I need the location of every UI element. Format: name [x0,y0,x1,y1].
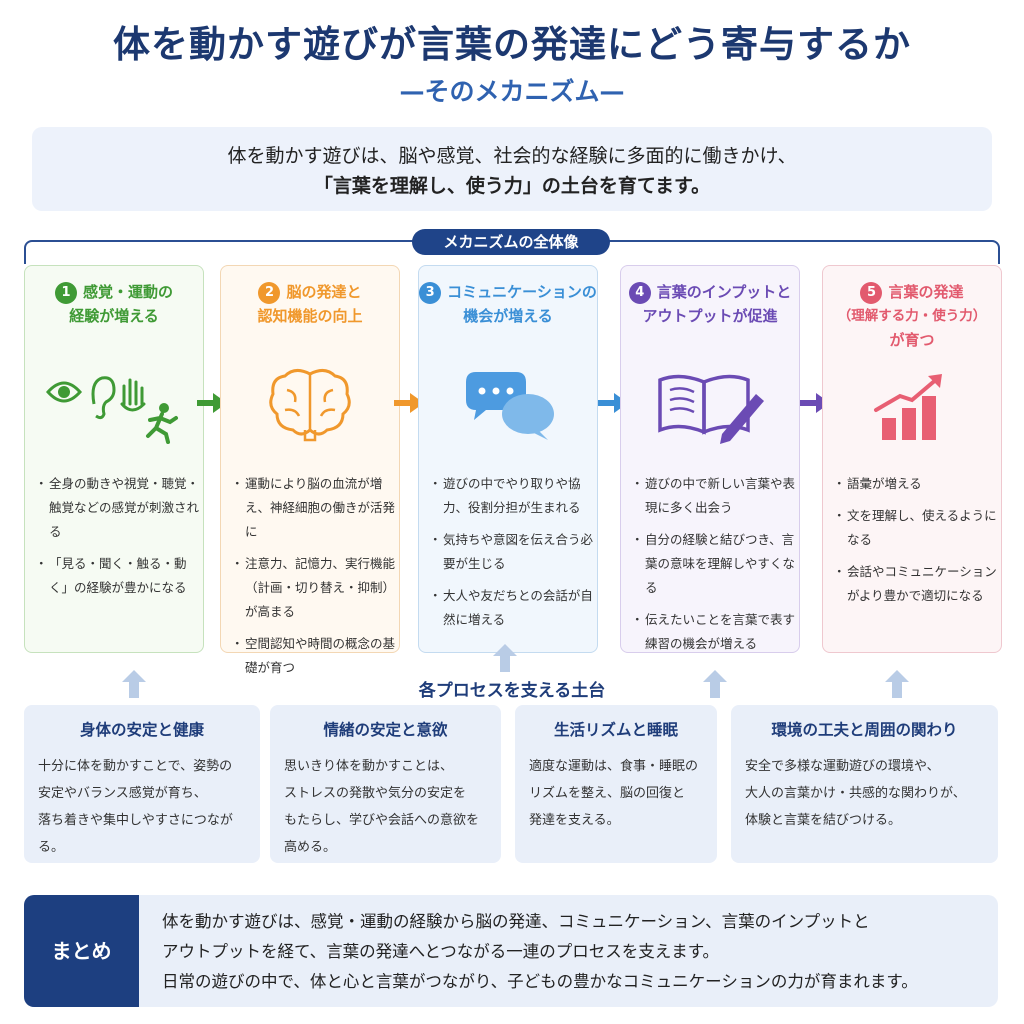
step-4-title-line-1: 言葉のインプットと [656,283,792,301]
step-3-title-line-2: 機会が増える [463,307,553,325]
step-3-bullets: 遊びの中でやり取りや協力、役割分担が生まれる 気持ちや意図を伝え合う必要が生じる… [429,472,595,640]
foundation-text-line: リズムを整え、脳の回復と [529,786,686,801]
foundation-text-line: もたらし、学びや会話への意欲を [284,813,480,828]
arrow-up-icon [885,670,909,698]
foundation-text-line: 安定やバランス感覚が育ち、 [38,786,207,801]
list-item: 注意力、記憶力、実行機能（計画・切り替え・抑制）が高まる [231,552,397,624]
list-item: 「見る・聞く・触る・動く」の経験が豊かになる [35,552,201,600]
step-5-number: 5 [860,282,883,304]
list-item: 遊びの中で新しい言葉や表現に多く出会う [631,472,797,520]
overview-label: メカニズムの全体像 [412,229,610,255]
summary-line-3: 日常の遊びの中で、体と心と言葉がつながり、子どもの豊かなコミュニケーションの力が… [162,972,918,991]
foundation-text-line: 高める。 [284,840,337,855]
list-item: 空間認知や時間の概念の基礎が育つ [231,632,397,680]
foundation-card-body-health: 身体の安定と健康 十分に体を動かすことで、姿勢の 安定やバランス感覚が育ち、 落… [24,705,260,863]
step-4-title-line-2: アウトプットが促進 [642,307,778,325]
list-item: 全身の動きや視覚・聴覚・触覚などの感覚が刺激される [35,472,201,544]
summary-line-1: 体を動かす遊びは、感覚・運動の経験から脳の発達、コミュニケーション、言葉のインプ… [162,912,870,931]
step-2-title-line-1: 脳の発達と [286,283,362,301]
step-1-title-line-2: 経験が増える [69,307,159,325]
summary-box: まとめ 体を動かす遊びは、感覚・運動の経験から脳の発達、コミュニケーション、言葉… [24,895,998,1007]
step-1-title-line-1: 感覚・運動の [82,283,173,301]
list-item: 気持ちや意図を伝え合う必要が生じる [429,528,595,576]
foundation-title: 環境の工夫と周囲の関わり [771,721,958,739]
step-3-title-line-1: コミュニケーションの [447,283,597,301]
list-item: 大人や友だちとの会話が自然に増える [429,584,595,632]
foundation-card-environment: 環境の工夫と周囲の関わり 安全で多様な運動遊びの環境や、 大人の言葉かけ・共感的… [731,705,998,863]
step-5-bullets: 語彙が増える 文を理解し、使えるようになる 会話やコミュニケーションがより豊かで… [833,472,999,616]
foundation-text-line: 思いきり体を動かすことは、 [284,759,454,774]
foundation-card-rhythm-sleep: 生活リズムと睡眠 適度な運動は、食事・睡眠の リズムを整え、脳の回復と 発達を支… [515,705,717,863]
list-item: 伝えたいことを言葉で表す練習の機会が増える [631,608,797,656]
foundation-text-line: 落ち着きや集中しやすさにつながる。 [38,813,233,855]
step-3-number: 3 [419,282,442,304]
page-title: 体を動かす遊びが言葉の発達にどう寄与するか [113,23,911,66]
step-3-card: 3 コミュニケーションの 機会が増える 遊びの中でやり取りや協力、役割分担が生まれ… [418,265,598,653]
foundation-text-line: 体験と言葉を結びつける。 [745,813,902,828]
growth-chart-icon [823,366,1001,456]
list-item: 遊びの中でやり取りや協力、役割分担が生まれる [429,472,595,520]
step-4-bullets: 遊びの中で新しい言葉や表現に多く出会う 自分の経験と結びつき、言葉の意味を理解し… [631,472,797,664]
arrow-up-icon [493,644,517,672]
book-pen-icon [621,364,799,454]
foundation-text-line: 大人の言葉かけ・共感的な関わりが、 [745,786,966,801]
brain-icon [221,364,399,454]
step-4-card: 4 言葉のインプットと アウトプットが促進 遊びの中で新しい言葉や表現に多く出会う… [620,265,800,653]
intro-box: 体を動かす遊びは、脳や感覚、社会的な経験に多面的に働きかけ、 「言葉を理解し、使… [32,127,992,211]
foundation-title: 身体の安定と健康 [79,721,204,739]
list-item: 会話やコミュニケーションがより豊かで適切になる [833,560,999,608]
eye-ear-hand-running-icon [25,364,203,454]
speech-bubbles-icon [419,364,597,454]
foundation-text-line: 安全で多様な運動遊びの環境や、 [745,759,940,774]
list-item: 自分の経験と結びつき、言葉の意味を理解しやすくなる [631,528,797,600]
step-2-bullets: 運動により脳の血流が増え、神経細胞の働きが活発に 注意力、記憶力、実行機能（計画… [231,472,397,688]
foundation-card-emotion: 情緒の安定と意欲 思いきり体を動かすことは、 ストレスの発散や気分の安定を もた… [270,705,501,863]
step-1-bullets: 全身の動きや視覚・聴覚・触覚などの感覚が刺激される 「見る・聞く・触る・動く」の… [35,472,201,608]
step-5-title-line-3: が育つ [889,331,935,349]
arrow-up-icon [703,670,727,698]
foundation-text-line: 発達を支える。 [529,813,620,828]
arrow-right-icon [394,393,424,413]
step-4-number: 4 [628,282,651,304]
intro-line-1: 体を動かす遊びは、脳や感覚、社会的な経験に多面的に働きかけ、 [227,145,797,167]
foundation-title: 生活リズムと睡眠 [553,721,678,739]
list-item: 運動により脳の血流が増え、神経細胞の働きが活発に [231,472,397,544]
list-item: 語彙が増える [833,472,999,496]
foundation-text-line: 十分に体を動かすことで、姿勢の [38,759,233,774]
step-1-number: 1 [54,282,77,304]
list-item: 文を理解し、使えるようになる [833,504,999,552]
step-2-number: 2 [258,282,281,304]
arrow-up-icon [122,670,146,698]
summary-line-2: アウトプットを経て、言葉の発達へとつながる一連のプロセスを支えます。 [162,942,720,961]
foundation-title: 情緒の安定と意欲 [323,721,448,739]
page-subtitle: —そのメカニズム— [399,77,625,106]
arrow-right-icon [197,393,227,413]
step-1-card: 1 感覚・運動の 経験が増える 全身の動きや視覚・聴覚・触覚などの感覚が刺激される… [24,265,204,653]
intro-line-2: 「言葉を理解し、使う力」の土台を育てます。 [313,175,711,197]
step-5-title-line-1: 言葉の発達 [888,283,964,301]
step-5-card: 5 言葉の発達 （理解する力・使う力） が育つ 語彙が増える 文を理解し、使えるよ… [822,265,1002,653]
foundation-label: 各プロセスを支える土台 [418,681,606,701]
step-2-title-line-2: 認知機能の向上 [257,307,363,325]
step-5-title-line-2: （理解する力・使う力） [837,308,987,324]
foundation-text-line: 適度な運動は、食事・睡眠の [529,759,699,774]
foundation-text-line: ストレスの発散や気分の安定を [284,786,467,801]
summary-label: まとめ [24,895,139,1007]
